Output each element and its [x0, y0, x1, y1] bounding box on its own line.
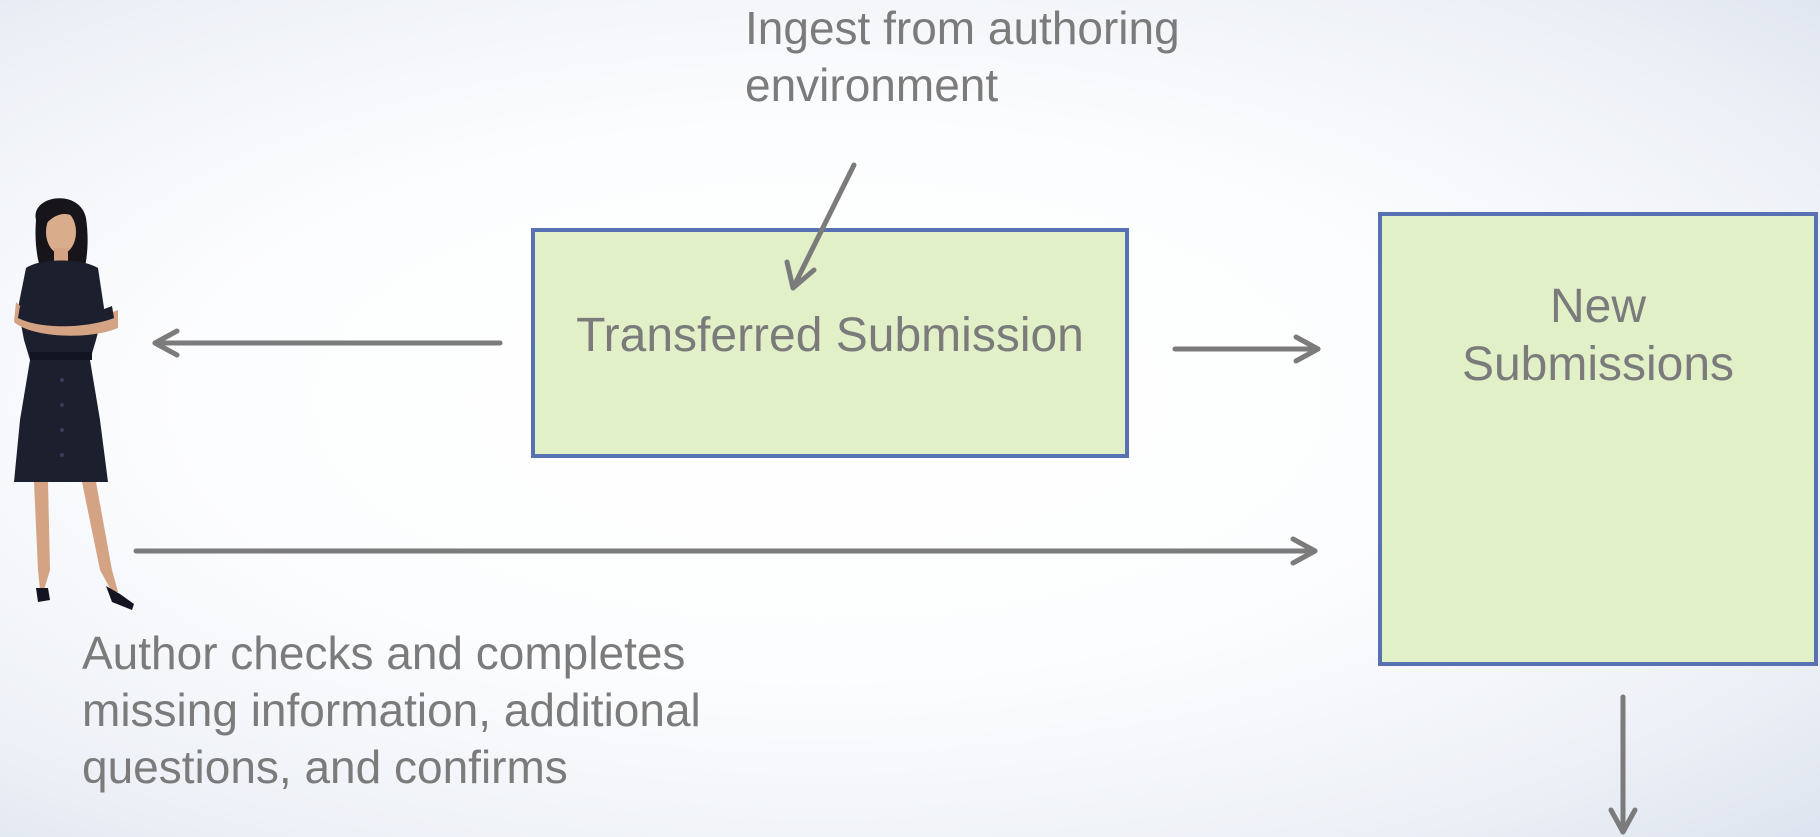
arrow-transferred-to-author-head: [152, 328, 180, 358]
transferred-submission-box: Transferred Submission: [531, 228, 1129, 458]
arrow-author-to-new-head: [1290, 536, 1318, 566]
person-icon: [14, 198, 134, 610]
arrow-new-down-head: [1608, 807, 1638, 835]
author-checks-label: Author checks and completes missing info…: [82, 627, 701, 793]
ingest-label: Ingest from authoring environment: [745, 2, 1180, 111]
new-submissions-label: New Submissions: [1461, 280, 1735, 391]
new-submissions-box: New Submissions: [1378, 212, 1818, 666]
transferred-submission-label: Transferred Submission: [576, 309, 1084, 362]
arrow-ingest-to-transferred: [790, 162, 857, 291]
arrow-transferred-to-new-head: [1293, 334, 1321, 364]
arrow-ingest-to-transferred-head: [784, 259, 817, 291]
